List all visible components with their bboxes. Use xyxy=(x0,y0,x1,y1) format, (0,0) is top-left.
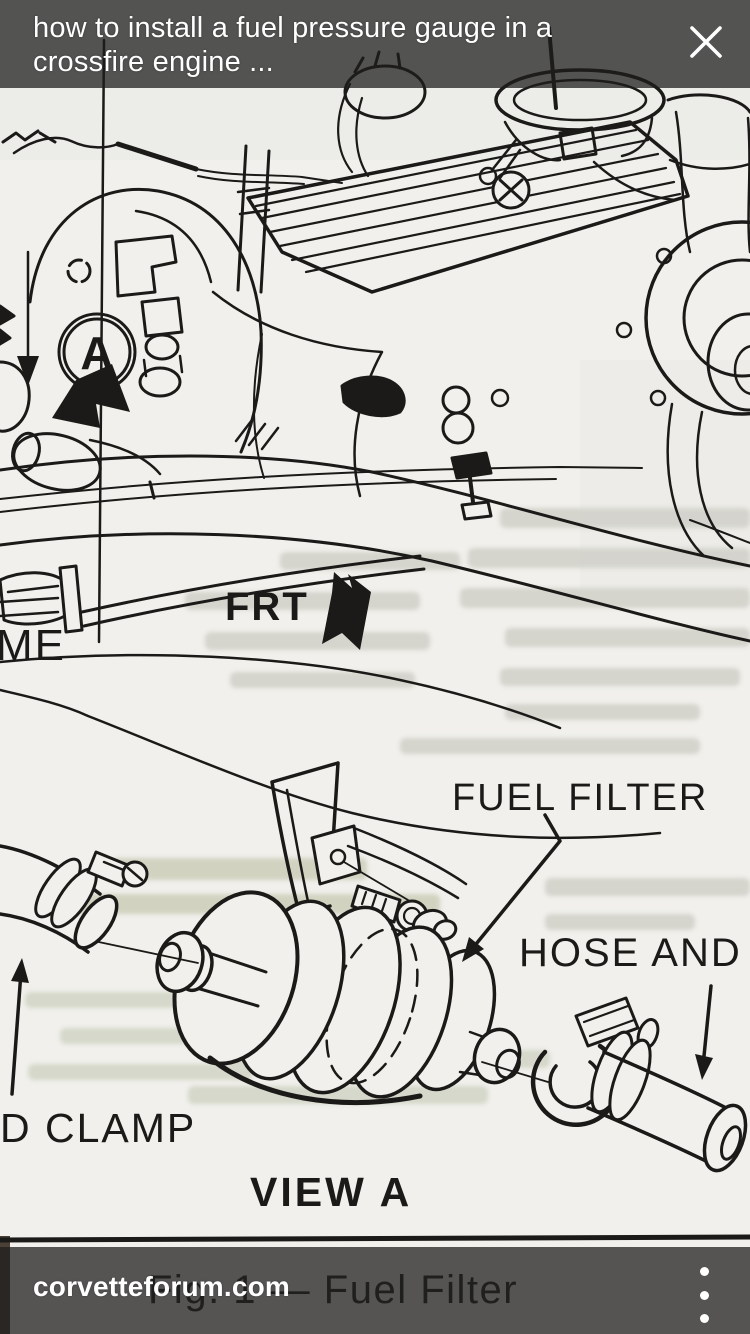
label-hose-and: HOSE AND xyxy=(519,931,742,975)
bottom-bar: corvetteforum.com xyxy=(0,1247,750,1334)
close-button[interactable] xyxy=(684,20,728,64)
view-a-callout xyxy=(52,312,137,428)
menu-button[interactable] xyxy=(686,1265,722,1325)
close-icon xyxy=(690,26,722,58)
figure-border-line xyxy=(0,1234,750,1243)
label-frame-partial: ME xyxy=(0,621,66,670)
label-view-a: VIEW A xyxy=(250,1169,412,1215)
search-query-title: how to install a fuel pressure gauge in … xyxy=(33,11,552,79)
frt-arrow xyxy=(322,572,371,650)
label-arrows xyxy=(10,813,713,1096)
engine-drawing xyxy=(0,26,750,840)
label-clamp-partial: D CLAMP xyxy=(0,1105,196,1151)
search-query-line1: how to install a fuel pressure gauge in … xyxy=(33,12,553,44)
top-bar: how to install a fuel pressure gauge in … xyxy=(0,0,750,88)
label-fuel-filter: FUEL FILTER xyxy=(452,777,708,819)
label-frt: FRT xyxy=(225,585,309,629)
label-view-callout: A xyxy=(80,327,113,379)
source-link[interactable]: corvetteforum.com xyxy=(33,1271,291,1302)
fuel-filter-drawing xyxy=(0,761,750,1243)
kebab-menu-icon xyxy=(699,1267,709,1276)
search-query-line2: crossfire engine ... xyxy=(33,46,274,78)
